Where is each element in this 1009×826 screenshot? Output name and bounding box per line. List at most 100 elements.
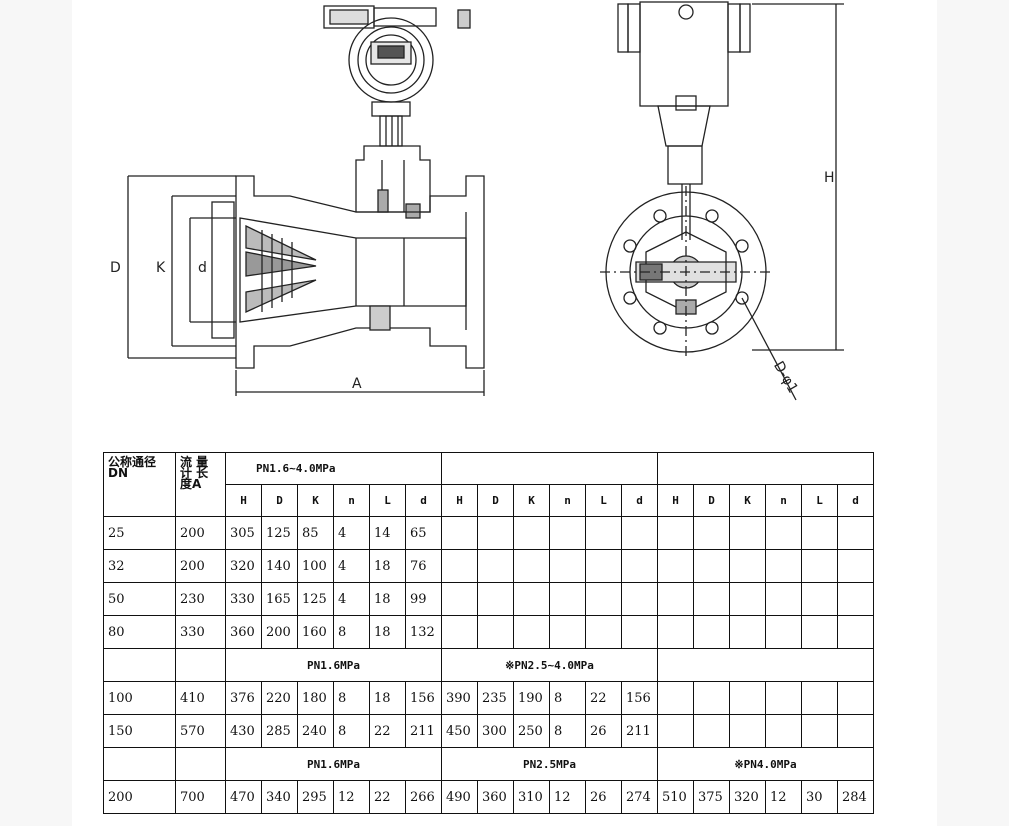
table-cell: [765, 615, 802, 649]
table-cell: 4: [333, 582, 370, 616]
table-cell: 510: [657, 780, 694, 814]
subheader-row-2: PN1.6MPa PN2.5MPa ※PN4.0MPa: [103, 747, 874, 781]
table-cell: 8: [549, 714, 586, 748]
table-cell: 22: [585, 681, 622, 715]
label-A: A: [352, 376, 362, 392]
table-cell: [729, 516, 766, 550]
table-cell: 156: [621, 681, 658, 715]
flowmeter-drawing: D K d A H D-φ1: [110, 1, 844, 401]
table-cell: [657, 516, 694, 550]
table-cell: 165: [261, 582, 298, 616]
column-header: K: [297, 484, 334, 517]
table-cell: [837, 516, 874, 550]
right-margin: [937, 0, 1009, 826]
table-cell: [585, 615, 622, 649]
table-cell: 18: [369, 615, 406, 649]
table-cell: 284: [837, 780, 874, 814]
table-cell: 100: [297, 549, 334, 583]
table-cell: [621, 549, 658, 583]
table-cell: [585, 549, 622, 583]
group-header-empty-2: [441, 452, 658, 485]
table-cell: [657, 615, 694, 649]
table-cell: [693, 681, 730, 715]
table-cell: 132: [405, 615, 442, 649]
column-header: D: [477, 484, 514, 517]
table-cell: 285: [261, 714, 298, 748]
table-cell: [729, 615, 766, 649]
table-cell: 18: [369, 549, 406, 583]
table-cell: [441, 582, 478, 616]
table-cell: 14: [369, 516, 406, 550]
table-cell: 235: [477, 681, 514, 715]
table-cell: [477, 549, 514, 583]
column-header: D: [261, 484, 298, 517]
table-cell: [657, 681, 694, 715]
column-header: H: [441, 484, 478, 517]
table-cell: 310: [513, 780, 550, 814]
table-cell: 18: [369, 681, 406, 715]
table-cell: 125: [297, 582, 334, 616]
table-cell: [549, 615, 586, 649]
table-cell: 266: [405, 780, 442, 814]
subgroup-pn16: PN1.6MPa: [225, 648, 442, 682]
table-cell: 360: [477, 780, 514, 814]
table-cell: [477, 516, 514, 550]
label-d: d: [198, 260, 207, 276]
label-bolt: D-φ1: [770, 359, 801, 396]
table-cell: [765, 549, 802, 583]
table-cell: 375: [693, 780, 730, 814]
dn-header: 公称通径 DN: [103, 452, 176, 517]
table-cell: [441, 516, 478, 550]
table-cell: 99: [405, 582, 442, 616]
table-cell: [513, 615, 550, 649]
column-header: n: [549, 484, 586, 517]
table-cell: 300: [477, 714, 514, 748]
table-cell: 700: [175, 780, 226, 814]
label-D: D: [110, 260, 121, 276]
table-cell: 360: [225, 615, 262, 649]
table-cell: 305: [225, 516, 262, 550]
table-cell: [765, 681, 802, 715]
table-cell: [729, 681, 766, 715]
column-header: d: [621, 484, 658, 517]
side-section-view: [127, 5, 485, 396]
table-cell: 65: [405, 516, 442, 550]
table-cell: 8: [333, 615, 370, 649]
table-cell: [729, 582, 766, 616]
table-cell: 320: [225, 549, 262, 583]
table-cell: [837, 714, 874, 748]
table-cell: [837, 615, 874, 649]
table-cell: 490: [441, 780, 478, 814]
table-cell: [621, 582, 658, 616]
table-cell: 330: [225, 582, 262, 616]
table-cell: [765, 516, 802, 550]
table-cell: 26: [585, 780, 622, 814]
table-cell: [837, 582, 874, 616]
table-cell: 156: [405, 681, 442, 715]
table-cell: 8: [333, 681, 370, 715]
table-cell: [801, 681, 838, 715]
table-cell: 220: [261, 681, 298, 715]
table-cell: [693, 615, 730, 649]
label-H: H: [824, 170, 835, 186]
table-cell: 12: [765, 780, 802, 814]
table-cell: 22: [369, 714, 406, 748]
table-cell: [621, 516, 658, 550]
table-cell: 76: [405, 549, 442, 583]
table-cell: 200: [175, 516, 226, 550]
table-cell: [657, 549, 694, 583]
table-cell: [765, 582, 802, 616]
table-cell: 32: [103, 549, 176, 583]
table-cell: 12: [549, 780, 586, 814]
column-header: n: [765, 484, 802, 517]
table-cell: 125: [261, 516, 298, 550]
column-header: L: [585, 484, 622, 517]
